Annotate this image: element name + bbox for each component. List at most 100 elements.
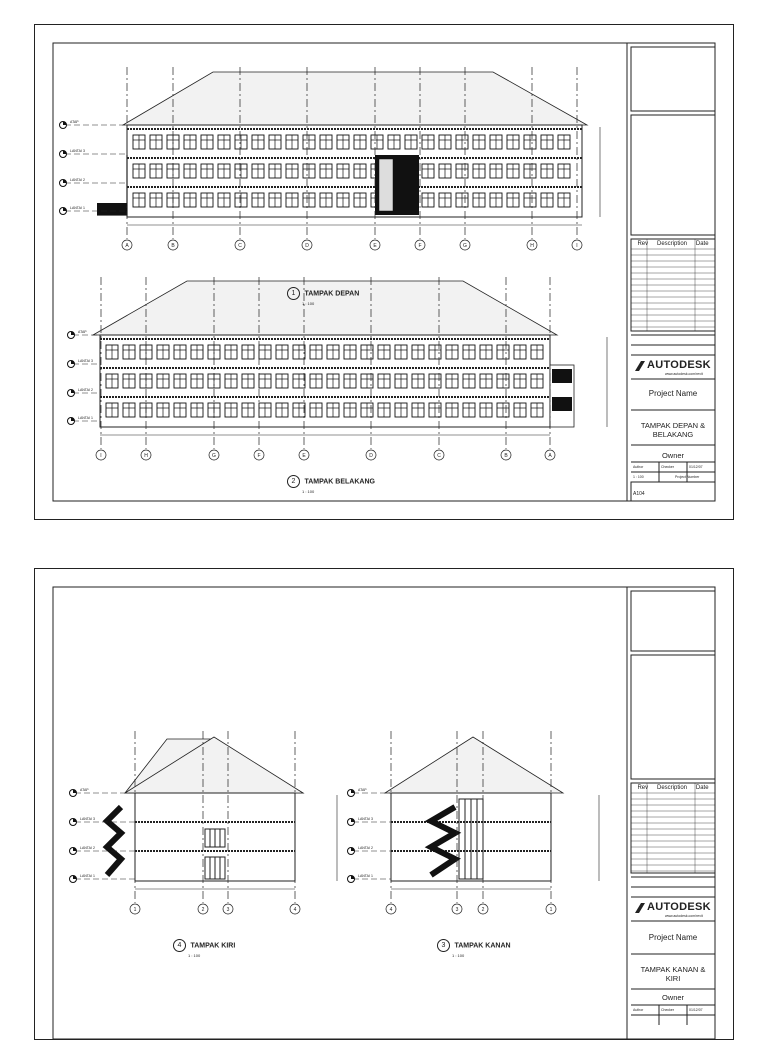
rev-col-rev: Rev [637, 785, 649, 791]
view-number: 3 [437, 939, 450, 953]
grid-label: 2 [202, 907, 205, 913]
level-label: LANTAI 2 [358, 846, 373, 850]
grid-label: G [212, 453, 216, 459]
project-name: Project Name [648, 933, 698, 942]
grid-bubble [385, 903, 397, 915]
grid-label: 3 [227, 907, 230, 913]
grid-bubble [95, 449, 107, 461]
grid-bubble [298, 449, 310, 461]
project-number: Project Number [675, 475, 700, 479]
level-label: LANTAI 2 [70, 178, 85, 182]
title-block [630, 46, 716, 502]
level-label: LANTAI 1 [70, 206, 85, 210]
grid-label: I [100, 453, 101, 459]
grid-bubble [222, 903, 234, 915]
view-title-front: 1 TAMPAK DEPAN 1 : 100 [287, 285, 359, 306]
level-label: LANTAI 1 [358, 874, 373, 878]
grid-bubble [301, 239, 313, 251]
view-scale: 1 : 100 [302, 489, 315, 494]
brand-logo: AUTODESK [647, 901, 711, 913]
rev-col-date: Date [695, 785, 709, 791]
rev-col-date: Date [695, 241, 709, 247]
grid-bubble [433, 449, 445, 461]
sheet-title: TAMPAK DEPAN & BELAKANG [640, 421, 706, 439]
checker: Checker [661, 465, 675, 469]
view-scale: 1 : 100 [188, 953, 201, 958]
rev-col-rev: Rev [637, 241, 649, 247]
grid-label: H [144, 453, 148, 459]
grid-bubble [571, 239, 583, 251]
author: Author [633, 465, 644, 469]
level-label: LANTAI 1 [78, 416, 93, 420]
grid-label: B [171, 243, 175, 249]
level-label: LANTAI 2 [80, 846, 95, 850]
rev-col-description: Description [656, 785, 687, 791]
view-title-label: TAMPAK KANAN [454, 942, 511, 950]
view-title-label: TAMPAK KIRI [190, 942, 236, 950]
view-title-label: TAMPAK BELAKANG [304, 478, 375, 486]
date: 01/12/07 [689, 1008, 703, 1012]
grid-label: 2 [482, 907, 485, 913]
view-title-back: 2 TAMPAK BELAKANG 1 : 100 [287, 473, 375, 494]
grid-bubble [289, 903, 301, 915]
scale: 1 : 100 [633, 475, 644, 479]
grid-bubble [234, 239, 246, 251]
level-label: ATAP [80, 788, 89, 792]
view-title-label: TAMPAK DEPAN [304, 290, 360, 298]
grid-label: I [576, 243, 577, 249]
grid-bubble [140, 449, 152, 461]
level-label: LANTAI 2 [78, 388, 93, 392]
grid-label: C [437, 453, 441, 459]
view-scale: 1 : 100 [452, 953, 465, 958]
grid-bubble [459, 239, 471, 251]
brand-url: www.autodesk.com/revit [665, 372, 703, 376]
grid-label: E [302, 453, 306, 459]
roof [121, 71, 589, 126]
owner: Owner [661, 993, 685, 1002]
drawing-sheet-left-right: ATAP LANTAI 3 LANTAI 2 LANTAI 1 ATAP LANTAI 3… [34, 568, 734, 1040]
grid-bubble [545, 903, 557, 915]
view-number: 4 [173, 939, 186, 953]
level-label: ATAP [70, 120, 79, 124]
brand-url: www.autodesk.com/revit [665, 914, 703, 918]
author: Author [633, 1008, 644, 1012]
grid-label: 4 [390, 907, 393, 913]
grid-label: 3 [456, 907, 459, 913]
level-label: ATAP [78, 330, 87, 334]
roof [383, 736, 565, 794]
rev-col-description: Description [656, 241, 687, 247]
side-stair [424, 804, 462, 878]
view-title-right: 3 TAMPAK KANAN 1 : 100 [437, 937, 511, 958]
side-stair [102, 804, 126, 877]
sheet-number: A104 [633, 491, 645, 497]
revision-table-header: Rev Description Date [633, 241, 713, 247]
view-number: 1 [287, 287, 300, 301]
grid-label: 1 [134, 907, 137, 913]
brand-logo: AUTODESK [647, 359, 711, 371]
grid-bubble [500, 449, 512, 461]
grid-bubble [369, 239, 381, 251]
grid-bubble [208, 449, 220, 461]
level-label: LANTAI 1 [80, 874, 95, 878]
revision-table-header: Rev Description Date [633, 785, 713, 791]
grid-bubble [197, 903, 209, 915]
view-title-left: 4 TAMPAK KIRI 1 : 100 [173, 937, 235, 958]
grid-label: 1 [550, 907, 553, 913]
grid-label: H [530, 243, 534, 249]
grid-bubble [451, 903, 463, 915]
sheet-title: TAMPAK KANAN & KIRI [640, 965, 706, 983]
grid-bubble [121, 239, 133, 251]
level-label: LANTAI 3 [80, 817, 95, 821]
view-scale: 1 : 100 [302, 301, 315, 306]
level-label: LANTAI 3 [70, 149, 85, 153]
grid-label: B [504, 453, 508, 459]
level-label: LANTAI 3 [358, 817, 373, 821]
grid-label: A [548, 453, 552, 459]
level-label: ATAP [358, 788, 367, 792]
grid-bubble [526, 239, 538, 251]
grid-label: F [418, 243, 421, 249]
